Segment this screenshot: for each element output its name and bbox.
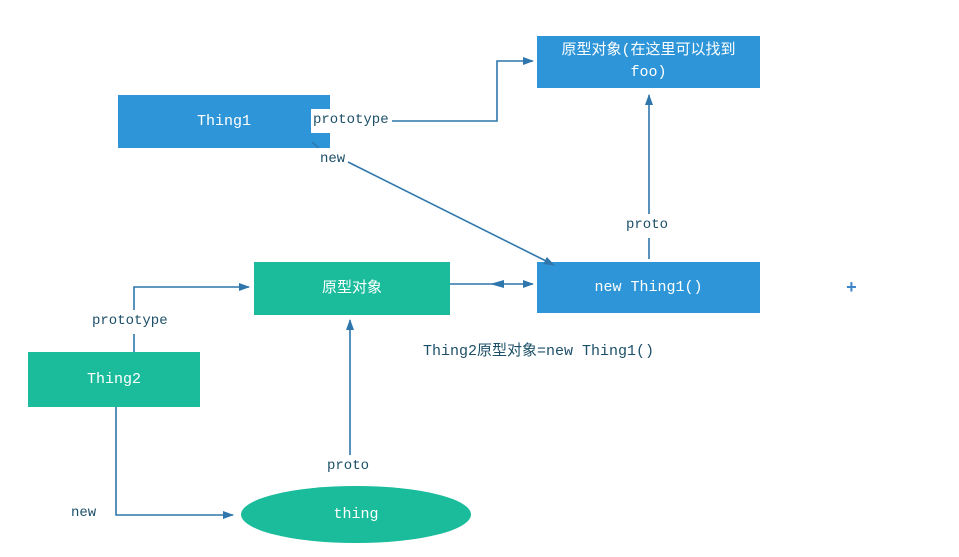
node-new-thing1[interactable]: new Thing1() bbox=[537, 262, 760, 313]
edge-label-new-thing1[interactable]: new bbox=[318, 148, 348, 172]
edge-label-new-thing2[interactable]: new bbox=[69, 502, 99, 526]
node-prototype-object[interactable]: 原型对象 bbox=[254, 262, 450, 315]
edge-thing1-new-to-new-thing1[interactable] bbox=[347, 161, 555, 266]
edge-thing1-prototype-to-prototype-object-top[interactable] bbox=[392, 57, 534, 122]
edge-label-prototype-thing2[interactable]: prototype bbox=[90, 310, 170, 334]
node-thing2[interactable]: Thing2 bbox=[28, 352, 200, 407]
node-thing1[interactable]: Thing1 bbox=[118, 95, 330, 148]
arrowhead-toward-prototype-object bbox=[490, 280, 504, 288]
edge-thing2-new-to-thing[interactable] bbox=[115, 407, 234, 519]
edge-label-proto-thing[interactable]: proto bbox=[325, 455, 372, 479]
node-prototype-object-top[interactable]: 原型对象(在这里可以找到 foo) bbox=[537, 36, 760, 88]
caption-thing2-prototype-equation[interactable]: Thing2原型对象=new Thing1() bbox=[423, 343, 655, 360]
crosshair-plus-icon: + bbox=[846, 279, 857, 299]
edge-label-prototype-thing1[interactable]: prototype bbox=[311, 109, 391, 133]
edge-label-proto-new-thing1[interactable]: proto bbox=[624, 214, 671, 238]
node-thing-ellipse[interactable]: thing bbox=[241, 486, 471, 543]
